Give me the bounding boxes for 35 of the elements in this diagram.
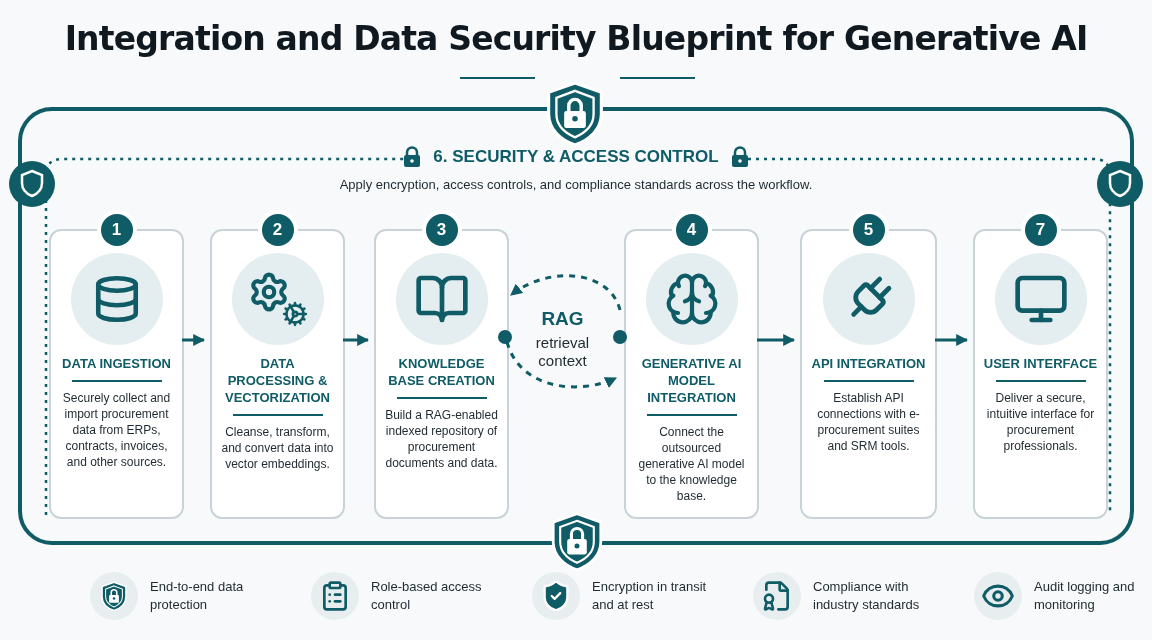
rag-caption: retrieval context — [534, 333, 591, 370]
step-title: DATA INGESTION — [62, 355, 171, 372]
section-heading: 6. SECURITY & ACCESS CONTROL — [433, 146, 719, 168]
arrow — [510, 274, 622, 311]
step-description: Cleanse, transform, and convert data into vector embeddings. — [220, 424, 335, 472]
arrow — [505, 341, 618, 389]
step-number-badge: 4 — [675, 214, 708, 246]
section-description: Apply encryption, access controls, and compliance standards across the workflow. — [338, 176, 814, 194]
title: Integration and Data Security Blueprint for Generative AI — [63, 18, 1089, 60]
step-number-badge: 7 — [1024, 214, 1057, 246]
feature-text: End-to-end data protection — [150, 578, 245, 614]
step-title: DATA PROCESSING & VECTORIZATION — [224, 355, 331, 406]
arrow — [935, 334, 969, 346]
step-description: Connect the outsourced generative AI model to the knowledge base. — [637, 424, 746, 504]
step-number-badge: 1 — [100, 214, 133, 246]
step-title: GENERATIVE AI MODEL INTEGRATION — [640, 355, 743, 406]
step-number-badge: 2 — [261, 214, 294, 246]
step-title: API INTEGRATION — [811, 355, 926, 372]
step-number-badge: 5 — [852, 214, 885, 246]
step-description: Establish API connections with e-procurement suites and SRM tools. — [816, 390, 921, 454]
arrow — [343, 334, 370, 346]
step-title: KNOWLEDGE BASE CREATION — [387, 355, 496, 389]
feature-text: Audit logging and monitoring — [1034, 578, 1136, 614]
feature-text: Compliance with industry standards — [813, 578, 921, 614]
rag-label: RAG — [541, 307, 584, 331]
arrow — [757, 334, 796, 346]
arrow — [182, 334, 206, 346]
step-description: Securely collect and import procurement data from ERPs, contracts, invoices, and other sources. — [61, 390, 172, 470]
feature-text: Encryption in transit and at rest — [592, 578, 708, 614]
step-description: Build a RAG-enabled indexed repository of procurement documents and data. — [384, 407, 499, 471]
security-frame — [18, 107, 1134, 545]
feature-text: Role-based access control — [371, 578, 483, 614]
step-number-badge: 3 — [425, 214, 458, 246]
step-title: USER INTERFACE — [983, 355, 1098, 372]
step-description: Deliver a secure, intuitive interface for procurement professionals. — [985, 390, 1096, 454]
